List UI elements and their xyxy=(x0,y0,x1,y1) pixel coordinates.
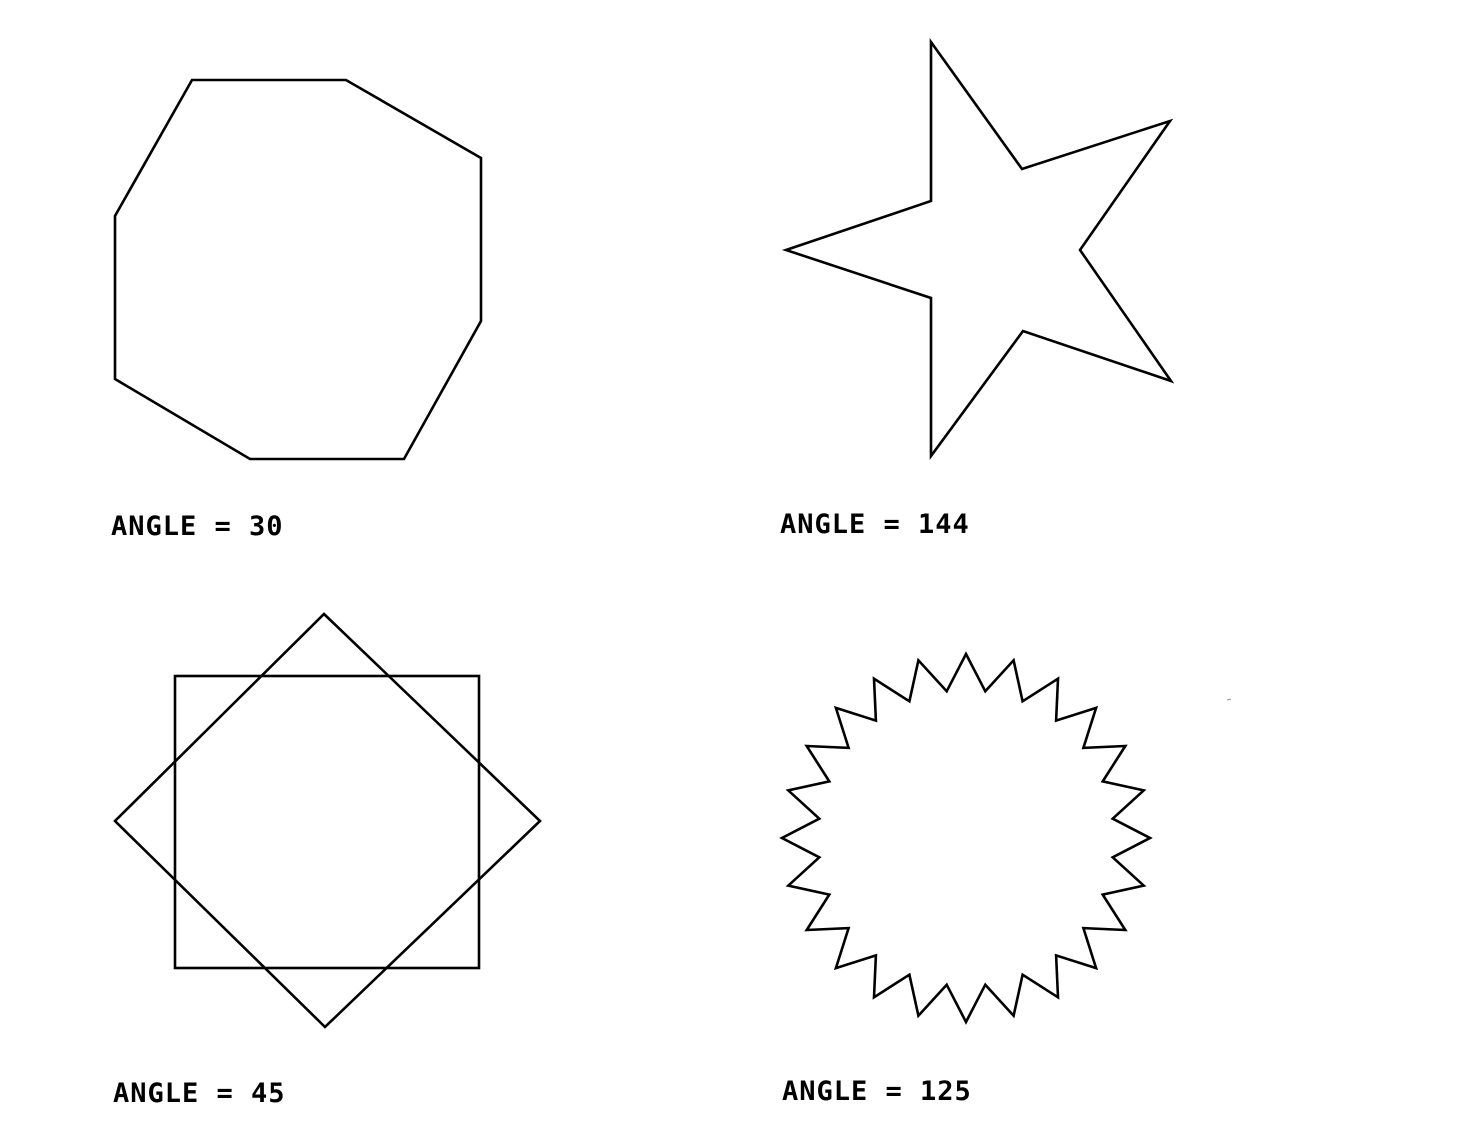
caption-angle-125: ANGLE = 125 xyxy=(782,1076,972,1107)
stray-mark xyxy=(1226,698,1232,701)
axis-aligned-square xyxy=(173,674,481,970)
caption-angle-30: ANGLE = 30 xyxy=(111,511,284,542)
rotated-square xyxy=(113,612,542,1029)
caption-angle-45: ANGLE = 45 xyxy=(113,1078,286,1109)
octagon-shape xyxy=(113,78,483,461)
star-shape xyxy=(781,37,1175,460)
starburst-shape xyxy=(779,651,1153,1025)
double-square-shape xyxy=(113,612,542,1029)
caption-angle-144: ANGLE = 144 xyxy=(780,509,970,540)
